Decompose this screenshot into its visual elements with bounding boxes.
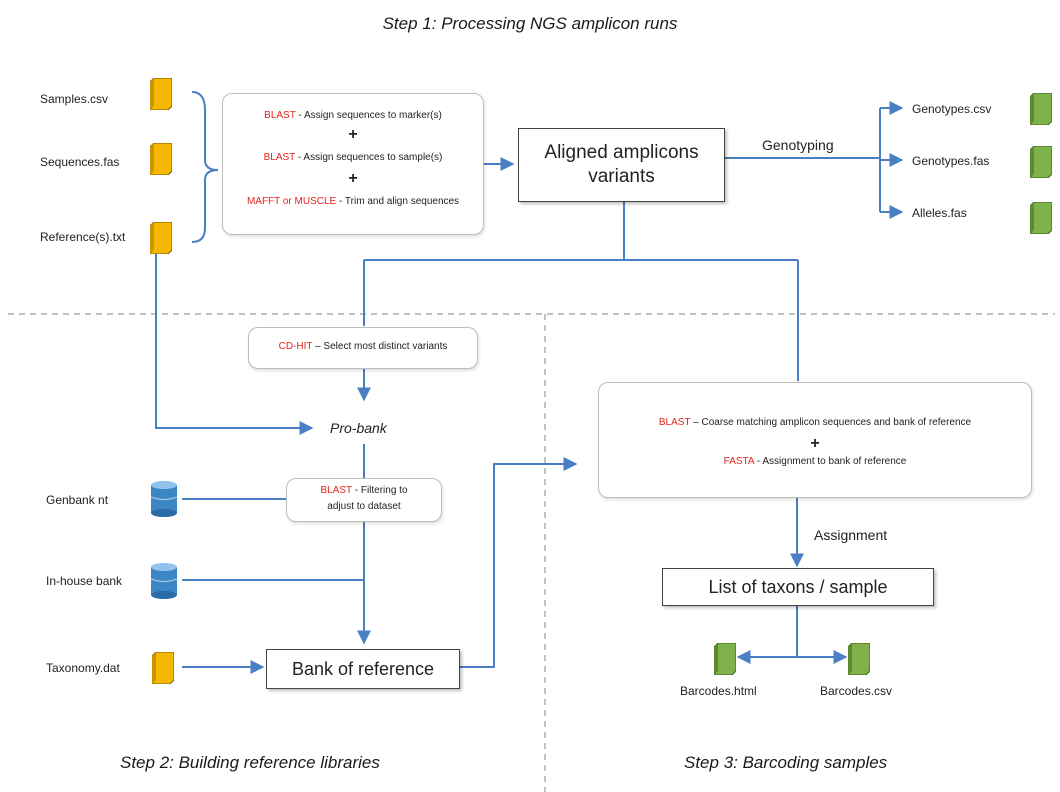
- input-brace: [191, 91, 219, 243]
- mafft-row: MAFFT or MUSCLE - Trim and align sequenc…: [223, 196, 483, 207]
- tool-desc: – Coarse matching amplicon sequences and…: [690, 417, 972, 428]
- reference-txt-label: Reference(s).txt: [40, 230, 126, 244]
- database-cylinder-icon: [150, 563, 178, 599]
- green-file-icon: [1030, 93, 1052, 125]
- blast-sample-row: BLAST - Assign sequences to sample(s): [223, 152, 483, 163]
- step2-title: Step 2: Building reference libraries: [120, 753, 380, 772]
- arrow-reference-to-probank: [155, 252, 314, 435]
- plus-sign: +: [348, 170, 358, 187]
- green-file-icon: [1030, 146, 1052, 178]
- filter-box: BLAST - Filtering to adjust to dataset: [286, 478, 442, 522]
- inhouse-label: In-house bank: [46, 574, 123, 588]
- taxonomy-label: Taxonomy.dat: [46, 661, 120, 675]
- tool-name: CD-HIT: [278, 341, 313, 352]
- tool-desc: – Select most distinct variants: [312, 341, 448, 352]
- step3-process-box: BLAST – Coarse matching amplicon sequenc…: [598, 382, 1032, 498]
- plus-sign: +: [810, 435, 820, 452]
- tool-desc: - Assign sequences to sample(s): [295, 152, 443, 163]
- yellow-file-icon: [150, 78, 172, 110]
- tool-desc: - Assign sequences to marker(s): [295, 110, 442, 121]
- yellow-file-icon: [150, 222, 172, 254]
- samples-csv-label: Samples.csv: [40, 92, 109, 106]
- genotypes-csv-label: Genotypes.csv: [912, 102, 992, 116]
- blast-coarse-row: BLAST – Coarse matching amplicon sequenc…: [599, 417, 1031, 428]
- tool-name: BLAST: [658, 417, 691, 428]
- tool-name: MAFFT or MUSCLE: [246, 196, 337, 207]
- tool-name: BLAST: [263, 152, 296, 163]
- step3-title: Step 3: Barcoding samples: [684, 753, 888, 772]
- bank-of-reference-box: Bank of reference: [266, 649, 460, 689]
- barcodes-csv-label: Barcodes.csv: [820, 684, 893, 698]
- tool-desc: - Filtering to: [351, 485, 408, 496]
- aligned-amplicons-box: Aligned amplicons variants: [518, 128, 725, 202]
- fasta-row: FASTA - Assignment to bank of reference: [599, 456, 1031, 467]
- yellow-file-icon: [152, 652, 174, 684]
- tool-name: FASTA: [723, 456, 755, 467]
- blast-marker-row: BLAST - Assign sequences to marker(s): [223, 110, 483, 121]
- green-file-icon: [1030, 202, 1052, 234]
- tool-name: BLAST: [264, 110, 296, 121]
- barcodes-html-label: Barcodes.html: [680, 684, 757, 698]
- step1-title: Step 1: Processing NGS amplicon runs: [382, 14, 678, 33]
- alleles-fas-label: Alleles.fas: [912, 206, 967, 220]
- yellow-file-icon: [150, 143, 172, 175]
- tool-name: BLAST: [320, 485, 352, 496]
- database-cylinder-icon: [150, 481, 178, 517]
- assignment-label: Assignment: [814, 527, 888, 543]
- genbank-label: Genbank nt: [46, 493, 109, 507]
- tool-desc: - Trim and align sequences: [336, 196, 460, 207]
- tool-desc: - Assignment to bank of reference: [754, 456, 907, 467]
- green-file-icon: [848, 643, 870, 675]
- genotyping-label: Genotyping: [762, 137, 834, 153]
- sequences-fas-label: Sequences.fas: [40, 155, 120, 169]
- probank-label: Pro-bank: [330, 420, 387, 436]
- taxons-per-sample-box: List of taxons / sample: [662, 568, 934, 606]
- plus-sign: +: [348, 126, 358, 143]
- step1-process-box: BLAST - Assign sequences to marker(s) + …: [222, 93, 484, 235]
- green-file-icon: [714, 643, 736, 675]
- filter-row: BLAST - Filtering to: [287, 485, 441, 496]
- genotypes-fas-label: Genotypes.fas: [912, 154, 990, 168]
- arrow-bank-to-step3: [460, 457, 578, 668]
- cdhit-row: CD-HIT – Select most distinct variants: [249, 341, 477, 352]
- cdhit-box: CD-HIT – Select most distinct variants: [248, 327, 478, 369]
- filter-row-2: adjust to dataset: [327, 501, 401, 512]
